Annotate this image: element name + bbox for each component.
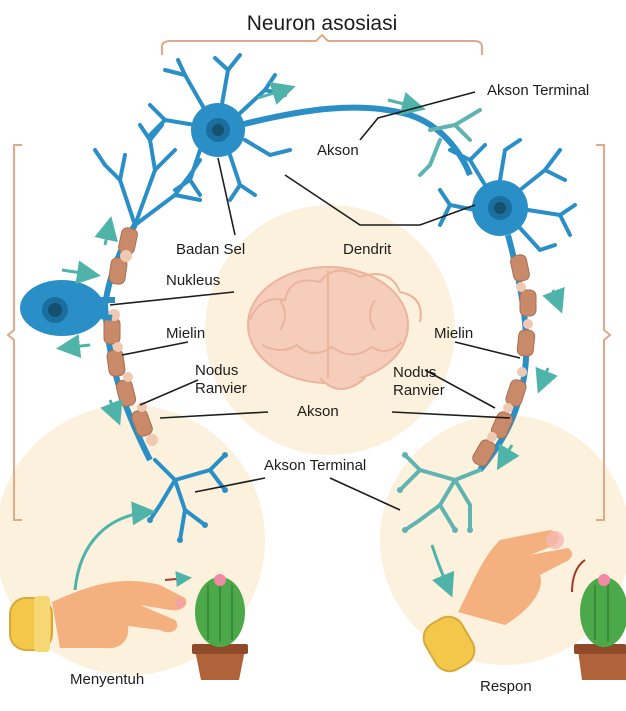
label-akson-mid: Akson (297, 403, 339, 420)
cactus-icon (192, 574, 248, 680)
left-bracket (6, 144, 22, 521)
label-akson-terminal-top: Akson Terminal (487, 82, 589, 99)
association-neuron (148, 53, 482, 202)
right-bracket (596, 144, 612, 521)
label-nodus-left: Nodus (195, 362, 238, 379)
label-ranvier-left: Ranvier (195, 380, 247, 397)
response-hand-icon (422, 530, 586, 673)
label-pointers (109, 91, 521, 511)
flow-arrow-icon (56, 81, 565, 598)
title-bracket (161, 33, 483, 55)
label-nukleus: Nukleus (166, 272, 220, 289)
sensory-neuron (20, 123, 228, 543)
label-ranvier-right: Ranvier (393, 382, 445, 399)
label-mielin-left: Mielin (166, 325, 205, 342)
motor-neuron (397, 138, 577, 533)
diagram-title: Neuron asosiasi (247, 12, 398, 35)
label-akson-top: Akson (317, 142, 359, 159)
label-akson-terminal-bottom: Akson Terminal (264, 457, 366, 474)
label-mielin-right: Mielin (434, 325, 473, 342)
response-cactus-icon (574, 574, 626, 680)
hand-icon (9, 581, 187, 652)
label-respon: Respon (480, 678, 532, 695)
label-badan-sel: Badan Sel (176, 241, 245, 258)
label-nodus-right: Nodus (393, 364, 436, 381)
brain-icon (247, 266, 422, 390)
label-dendrit: Dendrit (343, 241, 392, 258)
label-menyentuh: Menyentuh (70, 671, 144, 688)
